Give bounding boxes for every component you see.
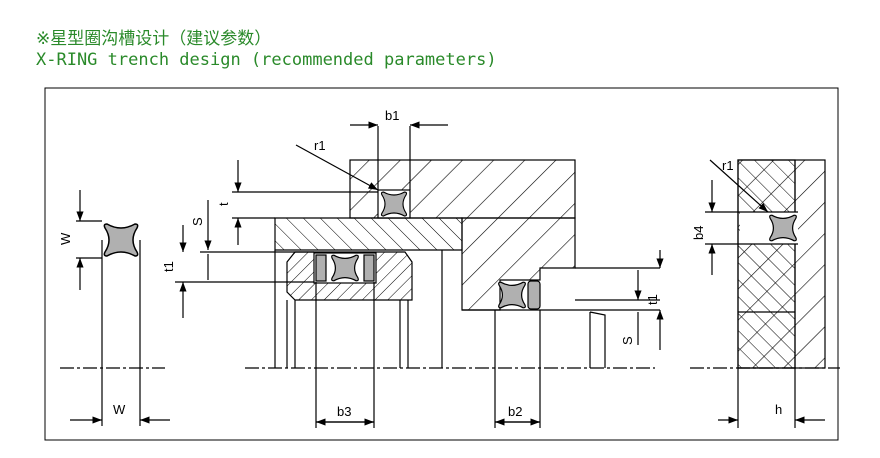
label-h: h [775, 402, 782, 417]
label-t1-right: t1 [645, 294, 660, 305]
title-chinese: ※星型圈沟槽设计（建议参数） [36, 29, 272, 49]
label-s-mid: S [190, 217, 205, 226]
label-r1-right: r1 [722, 158, 734, 173]
label-w-bottom: W [113, 402, 126, 417]
housing-groove-section [690, 159, 840, 428]
label-r1-mid: r1 [314, 138, 326, 153]
x-ring-cross-section [60, 190, 170, 426]
label-b2: b2 [508, 404, 522, 419]
label-s-right: S [620, 336, 635, 345]
title-english: X-RING trench design (recommended parame… [36, 50, 497, 70]
label-t1-mid: t1 [161, 261, 176, 272]
label-b1: b1 [385, 108, 399, 123]
label-w-left: W [58, 232, 73, 245]
label-b3: b3 [337, 404, 351, 419]
label-b4: b4 [691, 226, 706, 240]
label-t: t [216, 202, 231, 206]
drawing-frame [44, 87, 839, 441]
piston-rod-assembly [175, 121, 664, 428]
